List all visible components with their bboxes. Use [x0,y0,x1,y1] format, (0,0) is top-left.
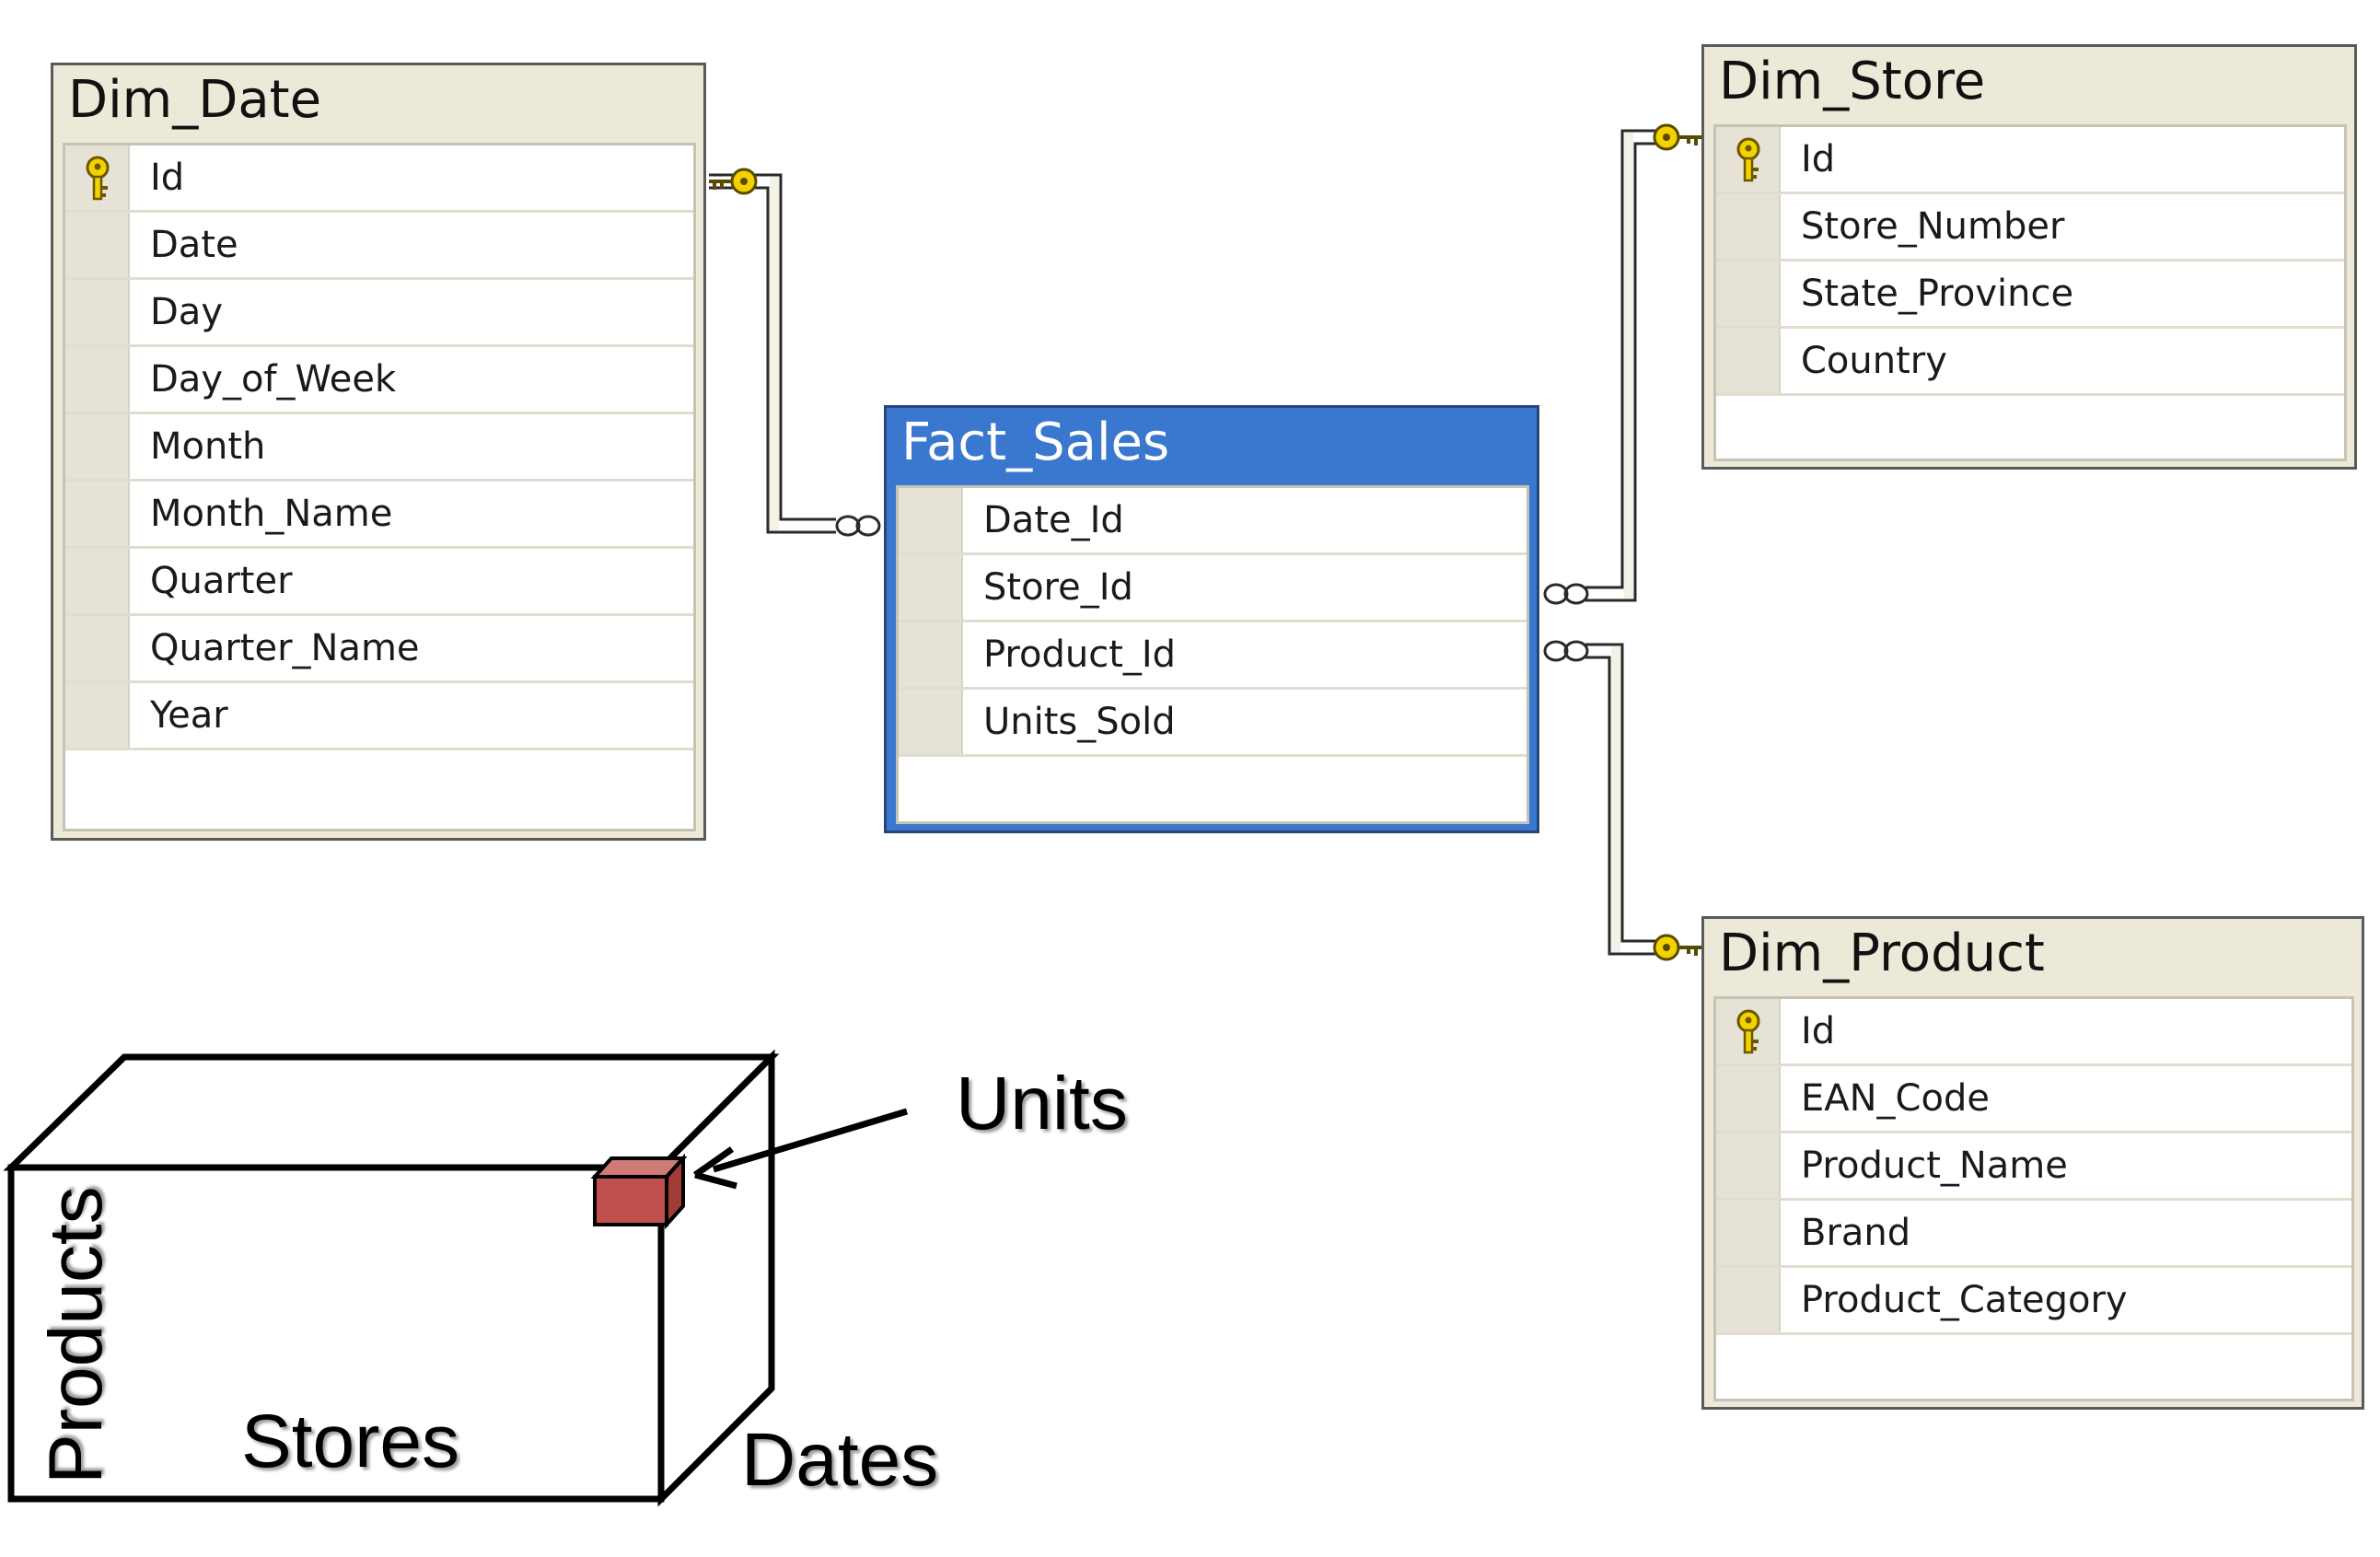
field-name: Year [150,694,228,737]
row-selector[interactable] [1716,1066,1781,1131]
field-grid: Date_Id Store_Id Product_Id Units_Sold [896,485,1529,824]
row-selector[interactable] [899,555,963,620]
field-row[interactable]: Year [65,683,693,750]
field-name: Id [1801,1010,1836,1052]
field-row[interactable]: Month_Name [65,482,693,549]
field-row[interactable]: Date_Id [899,488,1527,555]
table-dim-store[interactable]: Dim_Store Id Store_Number State_Province… [1701,44,2357,470]
table-dim-product[interactable]: Dim_Product Id EAN_Code Product_Name Bra… [1701,916,2364,1410]
field-name: EAN_Code [1801,1077,1990,1120]
row-selector[interactable] [65,213,130,277]
field-row[interactable]: Id [1716,999,2351,1066]
cube-front-face [7,1164,665,1503]
field-name: Id [1801,138,1836,180]
field-row[interactable]: Quarter_Name [65,616,693,683]
field-row[interactable]: Day_of_Week [65,347,693,414]
cube-top-face [3,1053,780,1171]
field-row[interactable]: Store_Id [899,555,1527,622]
row-selector[interactable] [65,549,130,613]
row-selector[interactable] [1716,1201,1781,1265]
field-row[interactable]: Id [1716,127,2344,194]
key-icon [1736,1009,1760,1054]
field-name: Quarter_Name [150,627,420,669]
table-title: Dim_Date [68,70,322,130]
field-name: Product_Name [1801,1145,2068,1187]
field-name: Date_Id [983,499,1124,541]
field-row[interactable]: Country [1716,329,2344,396]
row-selector[interactable] [1716,1133,1781,1198]
products-label: Products [34,1186,118,1484]
field-name: Country [1801,340,1947,382]
dates-label: Dates [741,1418,939,1502]
row-selector[interactable] [65,145,130,210]
units-label: Units [956,1062,1128,1145]
row-selector[interactable] [899,488,963,552]
field-grid: Id EAN_Code Product_Name Brand Product_C… [1713,996,2354,1401]
field-name: Month_Name [150,493,393,535]
row-selector[interactable] [1716,261,1781,326]
field-name: Day_of_Week [150,358,397,401]
field-name: Product_Category [1801,1279,2128,1321]
field-name: Quarter [150,560,293,602]
table-fact-sales[interactable]: Fact_Sales Date_Id Store_Id Product_Id U… [884,405,1539,833]
row-selector[interactable] [1716,127,1781,192]
field-name: State_Province [1801,273,2074,315]
field-row[interactable]: Month [65,414,693,482]
table-title: Dim_Store [1719,52,1986,111]
row-selector[interactable] [65,414,130,479]
field-row[interactable]: Id [65,145,693,213]
row-selector[interactable] [899,622,963,687]
key-icon [86,156,110,201]
field-row[interactable]: Date [65,213,693,280]
field-name: Day [150,291,223,333]
stores-label: Stores [241,1400,459,1483]
field-row[interactable]: Store_Number [1716,194,2344,261]
row-selector[interactable] [65,683,130,748]
field-row[interactable]: Product_Category [1716,1268,2351,1335]
row-selector[interactable] [899,690,963,754]
key-icon [1736,137,1760,182]
field-name: Date [150,224,238,266]
field-row[interactable]: Quarter [65,549,693,616]
field-grid: Id Store_Number State_Province Country [1713,124,2347,461]
row-selector[interactable] [1716,329,1781,393]
units-arrow [692,1108,909,1190]
field-row[interactable]: Product_Name [1716,1133,2351,1201]
field-name: Store_Id [983,566,1133,609]
field-row[interactable]: Units_Sold [899,690,1527,757]
row-selector[interactable] [1716,1268,1781,1332]
row-selector[interactable] [1716,999,1781,1063]
table-dim-date[interactable]: Dim_Date Id Date Day Day_of_Week Month M… [51,63,706,841]
table-title: Fact_Sales [901,412,1170,472]
field-row[interactable]: Product_Id [899,622,1527,690]
field-name: Store_Number [1801,205,2065,248]
field-row[interactable]: EAN_Code [1716,1066,2351,1133]
table-title: Dim_Product [1719,924,2045,983]
field-row[interactable]: Day [65,280,693,347]
field-name: Brand [1801,1212,1911,1254]
row-selector[interactable] [65,616,130,680]
field-row[interactable]: State_Province [1716,261,2344,329]
row-selector[interactable] [65,280,130,344]
infinity-icon [835,515,1589,662]
row-selector[interactable] [1716,194,1781,259]
field-name: Product_Id [983,633,1177,676]
unit-cell [590,1153,688,1230]
field-grid: Id Date Day Day_of_Week Month Month_Name… [63,143,696,831]
field-name: Units_Sold [983,701,1176,743]
field-name: Id [150,157,185,199]
field-row[interactable]: Brand [1716,1201,2351,1268]
row-selector[interactable] [65,482,130,546]
row-selector[interactable] [65,347,130,412]
field-name: Month [150,425,266,468]
